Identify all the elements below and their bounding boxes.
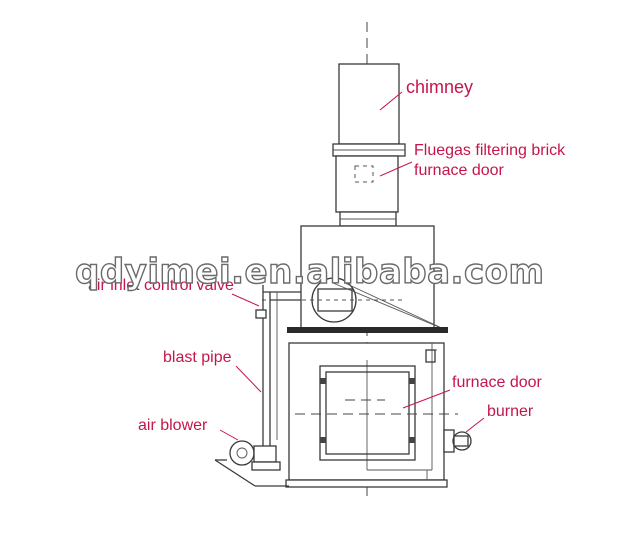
main-chamber	[285, 342, 448, 488]
leader-lines	[219, 91, 485, 441]
label-furnace-door-upper: furnace door	[414, 162, 505, 179]
label-blast-pipe: blast pipe	[163, 349, 232, 366]
divider-plate	[287, 327, 448, 333]
furnace-door	[295, 365, 458, 461]
label-chimney: chimney	[406, 77, 473, 97]
watermark: qdyimei.en.alibaba.com	[75, 252, 544, 292]
chimney-stack	[332, 63, 406, 157]
label-air-inlet-control-valve: air inlet control valve	[88, 277, 234, 294]
air-blower-unit	[214, 440, 289, 487]
label-air-blower: air blower	[138, 417, 208, 434]
fluegas-filter-section	[335, 155, 399, 227]
label-burner: burner	[487, 403, 534, 420]
burner-unit	[443, 429, 472, 453]
secondary-chamber	[262, 225, 447, 331]
label-fluegas-filtering-brick: Fluegas filtering brick	[414, 142, 566, 159]
label-furnace-door-lower: furnace door	[452, 374, 543, 391]
blast-pipe	[255, 285, 301, 448]
